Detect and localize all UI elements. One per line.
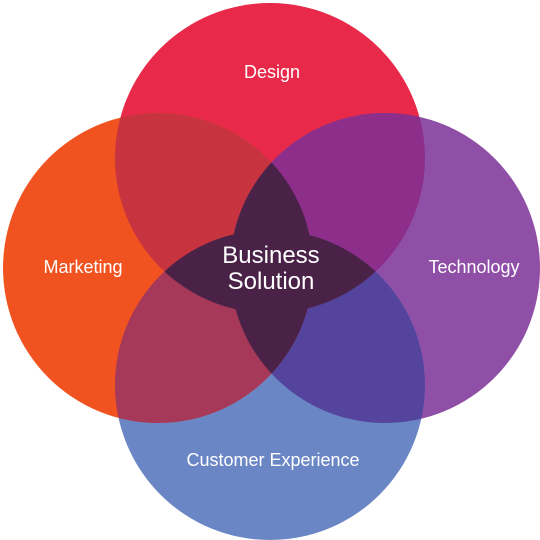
center-label-line1: Business	[222, 242, 319, 269]
design-label: Design	[244, 62, 300, 82]
customer-experience-label: Customer Experience	[186, 450, 359, 470]
technology-label: Technology	[428, 257, 519, 277]
marketing-label: Marketing	[43, 257, 122, 277]
center-label-line2: Solution	[228, 268, 315, 295]
